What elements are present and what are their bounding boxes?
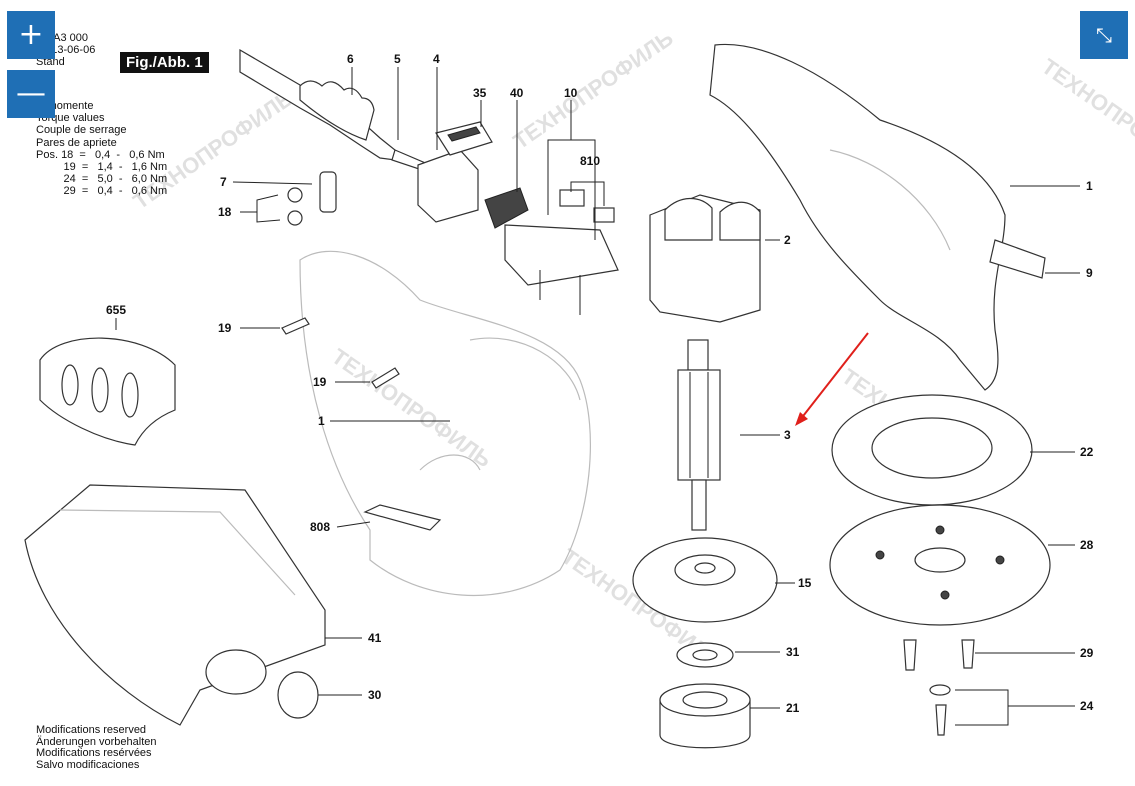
part-label: 28 — [1080, 538, 1094, 552]
part-label: 15 — [798, 576, 812, 590]
armature-part — [677, 339, 721, 531]
watermark-text: ТЕХНОПРОФИЛЬ — [327, 344, 496, 473]
part-label: 1 — [1086, 179, 1093, 193]
modifications-note: Modifications reserved Änderungen vorbeh… — [36, 724, 157, 771]
footer-line: Modifications reserved — [36, 724, 147, 736]
minus-icon: — — [16, 76, 46, 111]
torque-line: Torque values — [36, 112, 105, 125]
header-line-3: Stand — [36, 56, 65, 68]
footer-line: Salvo modificaciones — [36, 758, 140, 771]
leader-lines — [115, 67, 1080, 726]
screw-19-part — [281, 317, 400, 389]
part-label: 5 — [394, 52, 401, 66]
electronics-board-part — [484, 187, 619, 315]
torque-line: Pos. 18 = 0,4 - 0,6 Nm — [36, 148, 165, 161]
part-label: 19 — [218, 321, 232, 335]
part-label: 22 — [1080, 445, 1094, 459]
screws-part — [287, 171, 337, 226]
part-label: 4 — [433, 52, 440, 66]
collapse-arrows-icon: ⤡ — [1096, 23, 1112, 47]
torque-line: Pares de apriete — [36, 136, 117, 149]
torque-line: 19 = 1,4 - 1,6 Nm — [36, 161, 168, 174]
plus-icon: + — [18, 17, 44, 52]
part-label: 35 — [473, 86, 487, 100]
part-label: 3 — [784, 428, 791, 442]
part-label: 21 — [786, 701, 800, 715]
washer-part — [676, 642, 734, 668]
footer-line: Modifications resérvées — [36, 747, 152, 759]
figure-label: Fig./Abb. 1 — [120, 52, 209, 73]
part-label: 18 — [218, 205, 232, 219]
part-label: 10 — [564, 86, 578, 100]
torque-line: 24 = 5,0 - 6,0 Nm — [36, 173, 168, 186]
part-label: 1 — [318, 414, 325, 428]
part-label: 19 — [313, 375, 327, 389]
part-label: 24 — [1080, 699, 1094, 713]
part-label: 7 — [220, 175, 227, 189]
bearing-part — [659, 683, 751, 749]
watermark-text: ТЕХНОПРОФИЛЬ — [509, 25, 678, 154]
watermark-text: ТЕХНОПРОФИЛЬ — [1037, 54, 1135, 183]
screws-29-24-part — [903, 639, 975, 736]
housing-right-part — [709, 43, 1046, 391]
part-label: 655 — [106, 303, 126, 317]
part-label: 2 — [784, 233, 791, 247]
torque-values-block: gsmomente Torque values Couple de serrag… — [36, 100, 167, 198]
housing-left-ghost — [299, 250, 591, 596]
part-label: 808 — [310, 520, 330, 534]
dust-cover-part — [39, 337, 176, 446]
highlight-arrow — [795, 332, 869, 426]
sanding-disc-part — [829, 504, 1051, 626]
part-number-labels: 6 5 4 35 40 10 810 7 18 655 19 19 1 808 … — [106, 52, 1094, 715]
part-label: 40 — [510, 86, 524, 100]
fan-part — [632, 537, 778, 623]
base-ring-part — [831, 394, 1033, 506]
exit-fullscreen-button[interactable]: ⤡ — [1080, 11, 1128, 59]
zoom-in-button[interactable]: + — [7, 11, 55, 59]
torque-line: Couple de serrage — [36, 124, 127, 137]
switch-part — [417, 121, 493, 223]
stator-part — [649, 194, 761, 323]
dust-box-part — [24, 484, 326, 726]
footer-line: Änderungen vorbehalten — [36, 735, 157, 748]
zoom-out-button[interactable]: — — [7, 70, 55, 118]
torque-line: 29 = 0,4 - 0,6 Nm — [36, 185, 168, 198]
part-label: 29 — [1080, 646, 1094, 660]
part-label: 9 — [1086, 266, 1093, 280]
part-label: 31 — [786, 645, 800, 659]
part-label: 30 — [368, 688, 382, 702]
torque-line: gsmomente — [36, 100, 94, 112]
part-label: 41 — [368, 631, 382, 645]
pad-808-part — [363, 504, 442, 531]
seal-ring-part — [277, 671, 319, 719]
part-label: 810 — [580, 154, 600, 168]
part-label: 6 — [347, 52, 354, 66]
